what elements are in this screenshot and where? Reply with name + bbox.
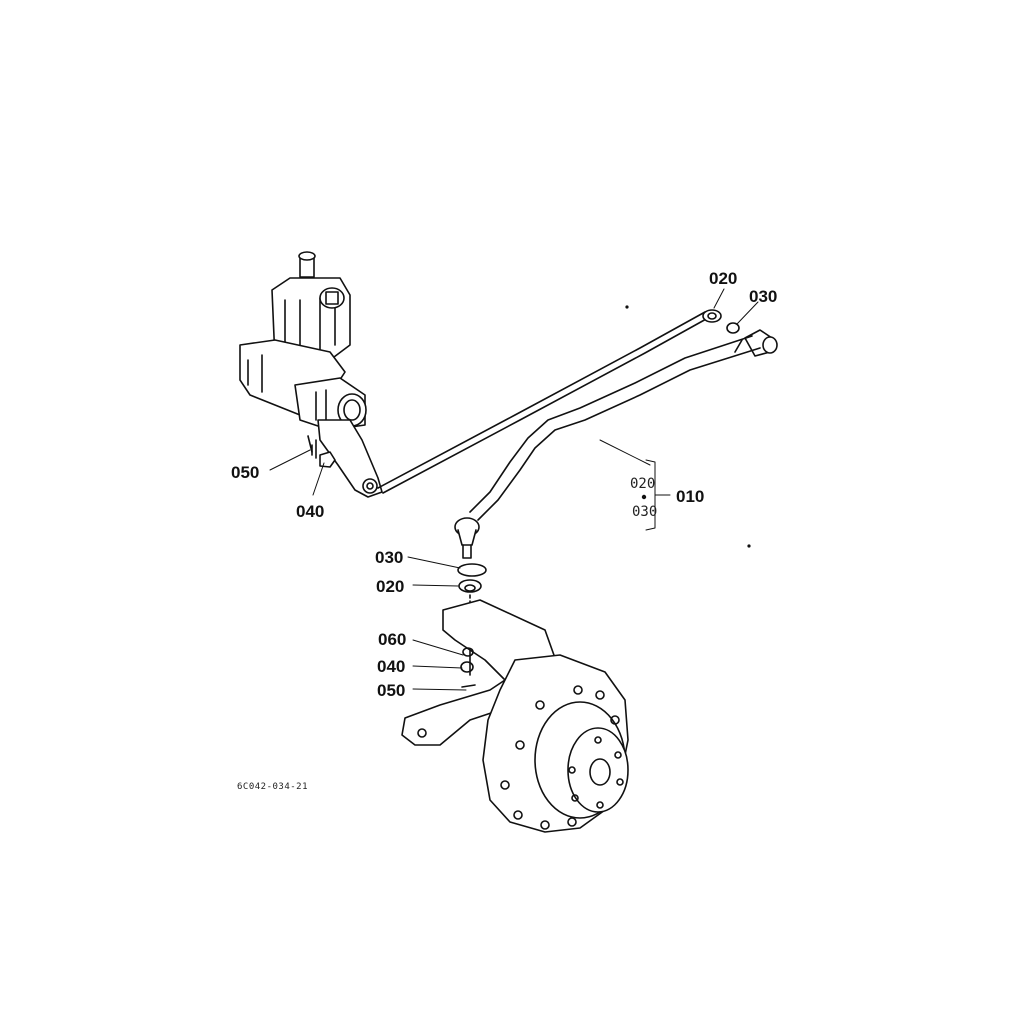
callout-030-lower: 030 [375,548,404,567]
pitman-arm [311,419,383,498]
callout-060-lower: 060 [378,630,407,649]
bracket-item-020: 020 [630,476,656,492]
tie-rod [469,335,761,521]
drawing-code: 6C042-034-21 [237,782,309,792]
lower-ball-joint [454,517,487,617]
callout-040-upper: 040 [296,502,325,521]
drag-link-rod [377,311,709,494]
callout-010: 010 [676,487,705,506]
steering-gearbox [239,251,367,431]
callout-020-top: 020 [709,269,738,288]
callout-050-lower: 050 [377,681,406,700]
callout-040-lower: 040 [377,657,406,676]
bracket-item-030: 030 [632,504,658,520]
knuckle-and-hub [401,599,629,833]
callout-050-upper: 050 [231,463,260,482]
leader-lines [269,288,759,691]
callout-020-lower: 020 [376,577,405,596]
callout-030-top: 030 [749,287,778,306]
